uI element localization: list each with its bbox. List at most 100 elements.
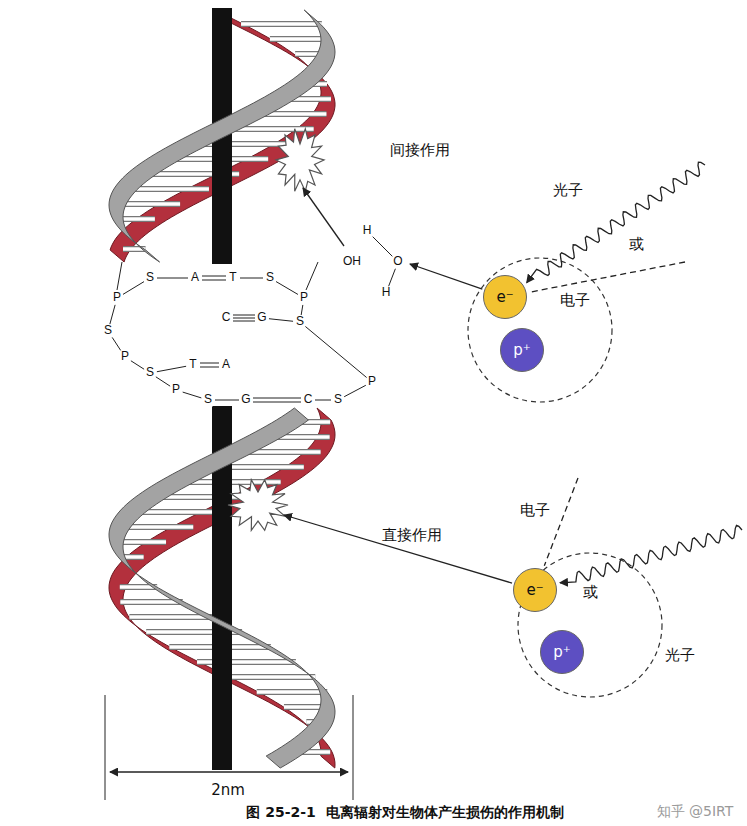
nucleotide-letter: P [299, 291, 309, 304]
bond-line [253, 398, 301, 399]
dimension-line [110, 772, 348, 773]
base-pair-rung [227, 674, 315, 680]
base-pair-rung [197, 659, 296, 665]
strand-link [117, 262, 122, 290]
watermark: 知乎 @5IRT [657, 804, 734, 819]
base-pair-rung [119, 540, 166, 544]
particle-symbol: p⁺ [513, 343, 530, 358]
bond-line [110, 305, 115, 324]
nucleotide-letter: A [190, 271, 200, 284]
nucleotide-letter: P [120, 350, 130, 363]
atom-shell [468, 258, 612, 402]
base-pair-rung [197, 660, 296, 664]
bond-line [123, 282, 144, 295]
electron-path [544, 478, 578, 566]
bond-line [344, 385, 366, 396]
bond-line [240, 278, 263, 279]
nucleotide-letter: C [303, 393, 314, 406]
bond-line [156, 377, 170, 386]
photon-wave [527, 162, 705, 283]
bond-line [200, 363, 219, 364]
nucleotide-letter: S [333, 393, 343, 406]
bond-line [202, 280, 226, 281]
nucleotide-letter: G [240, 393, 251, 406]
base-pair-rung [124, 554, 144, 560]
radiation-label: 光子 [553, 182, 583, 199]
dimension-label: 2nm [211, 782, 245, 799]
or-label: 或 [583, 584, 598, 601]
base-pair-rung [124, 555, 144, 559]
base-pair-rung [120, 201, 180, 207]
bond-line [200, 367, 219, 368]
damage-site [276, 129, 324, 191]
bond-line [301, 305, 303, 315]
bond-line [372, 236, 393, 257]
nucleotide-letter: S [295, 315, 305, 328]
base-pair-rung [257, 689, 328, 695]
dimension-tick [105, 695, 106, 800]
bond-line [305, 326, 366, 377]
nucleotide-letter: T [228, 271, 237, 284]
nucleotide-letter: P [112, 291, 122, 304]
electron-circle: e⁻ [513, 568, 557, 612]
electron-label: 电子 [520, 502, 550, 519]
bond-line [183, 392, 202, 398]
bond-line [389, 269, 396, 287]
proton-circle: p⁺ [540, 630, 584, 674]
nucleotide-letter: S [103, 324, 113, 337]
photon-wave [560, 525, 742, 582]
proton-circle: p⁺ [500, 328, 544, 372]
nucleotide-letter: A [221, 358, 231, 371]
bond-line [315, 400, 331, 401]
base-pair-rung [123, 525, 194, 529]
radical-arrow [303, 188, 344, 246]
gray-strand [109, 408, 335, 768]
base-pair-rung [241, 22, 322, 26]
gray-strand [109, 10, 335, 262]
electron-circle: e⁻ [483, 275, 527, 319]
bond-line [269, 319, 293, 322]
bond-line [276, 282, 298, 295]
nucleotide-letter: G [256, 311, 267, 324]
bond-line [157, 366, 186, 371]
base-pair-rung [120, 202, 180, 206]
bond-line [215, 400, 239, 401]
electron-path [531, 262, 685, 292]
nucleotide-letter: S [145, 271, 155, 284]
bond-line [131, 361, 144, 369]
base-pair-rung [120, 216, 155, 222]
dimension-tick [353, 695, 354, 800]
electron-label: 电子 [560, 292, 590, 309]
particle-symbol: p⁺ [553, 645, 570, 660]
base-pair-rung [128, 187, 209, 191]
or-label: 或 [629, 236, 644, 253]
atom-symbol: H [381, 286, 392, 299]
base-pair-rung [241, 21, 322, 27]
radiation-label: 光子 [665, 647, 695, 664]
bond-line [202, 276, 226, 277]
particle-symbol: e⁻ [526, 583, 543, 598]
bond-line [253, 402, 301, 403]
nucleotide-letter: C [221, 311, 232, 324]
bond-line [233, 321, 255, 322]
atom-symbol: H [362, 224, 373, 237]
base-pair-rung [129, 615, 211, 619]
base-pair-rung [257, 690, 328, 694]
effect-label: 间接作用 [390, 142, 450, 159]
bond-line [233, 315, 255, 316]
base-pair-rung [123, 524, 194, 530]
figure-caption: 图 25-2-1 电离辐射对生物体产生损伤的作用机制 [246, 805, 563, 820]
strand-link [306, 262, 318, 290]
bond-line [112, 337, 121, 351]
nucleotide-letter: P [171, 383, 181, 396]
base-pair-rung [227, 675, 315, 679]
ionization-arrow [410, 264, 482, 289]
atom-symbol: O [392, 255, 403, 268]
bond-line [157, 278, 188, 279]
bond-line [233, 318, 255, 319]
particle-symbol: e⁻ [496, 290, 513, 305]
base-pair-rung [119, 539, 166, 545]
nucleotide-letter: P [367, 375, 377, 388]
